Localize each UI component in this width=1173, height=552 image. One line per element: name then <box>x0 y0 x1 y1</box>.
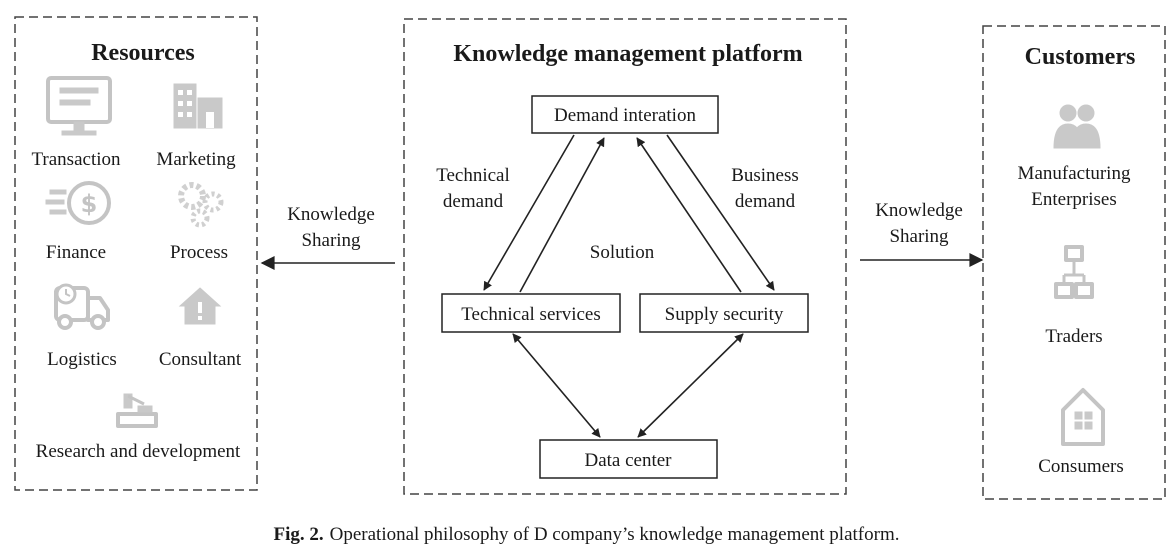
customers-panel <box>982 25 1166 500</box>
figure-caption-text: Operational philosophy of D company’s kn… <box>329 524 900 545</box>
flow-right-label-2: Sharing <box>889 226 949 247</box>
customer-label-consumers: Consumers <box>1038 456 1124 477</box>
node-demand-label: Demand interation <box>554 105 696 126</box>
monitor-icon <box>46 76 112 136</box>
platform-title: Knowledge management platform <box>453 41 802 67</box>
resource-label-transaction: Transaction <box>31 149 121 170</box>
flow-left-label-2: Sharing <box>301 230 361 251</box>
resource-label-process: Process <box>170 242 228 263</box>
svg-text:$: $ <box>81 190 98 218</box>
node-technical-services <box>441 293 621 333</box>
arrow-technical-to-demand <box>519 137 605 293</box>
node-datacenter-label: Data center <box>584 450 672 471</box>
resources-title: Resources <box>91 40 195 66</box>
resource-label-marketing: Marketing <box>156 149 236 170</box>
network-icon <box>1054 245 1094 299</box>
customer-label-manufacturing-1: Manufacturing <box>1018 163 1131 184</box>
node-demand-interation <box>531 95 719 134</box>
node-supply-security <box>639 293 809 333</box>
truck-icon <box>54 283 110 330</box>
edge-label-solution: Solution <box>590 242 655 263</box>
arrow-demand-to-technical <box>483 134 575 291</box>
edge-label-business-2: demand <box>735 191 796 212</box>
arrow-demand-to-supply <box>666 134 775 291</box>
resource-label-research: Research and development <box>36 441 241 462</box>
arrow-supply-datacenter <box>637 333 744 438</box>
arrow-technical-datacenter <box>512 333 601 438</box>
edge-label-business-1: Business <box>731 165 799 186</box>
node-technical-label: Technical services <box>461 304 601 325</box>
gears-icon <box>178 182 224 228</box>
figure-number: Fig. 2. <box>273 524 324 545</box>
arrow-supply-to-demand <box>636 137 742 293</box>
node-supply-label: Supply security <box>665 304 784 325</box>
lab-icon <box>116 393 158 428</box>
resources-panel <box>14 16 258 491</box>
resource-label-logistics: Logistics <box>47 349 117 370</box>
customers-title: Customers <box>1025 44 1136 70</box>
resource-label-consultant: Consultant <box>159 349 242 370</box>
flow-right-label-1: Knowledge <box>875 200 963 221</box>
flow-left-label-1: Knowledge <box>287 204 375 225</box>
customer-label-manufacturing-2: Enterprises <box>1031 189 1116 210</box>
node-data-center <box>539 439 718 479</box>
people-icon <box>1053 104 1101 149</box>
figure-caption: Fig. 2.Operational philosophy of D compa… <box>0 524 1173 546</box>
customer-label-traders: Traders <box>1045 326 1102 347</box>
house-icon <box>1061 388 1105 446</box>
dollar-coin-icon: $ <box>45 181 111 225</box>
resource-label-finance: Finance <box>46 242 106 263</box>
edge-label-technical-1: Technical <box>436 165 510 186</box>
diagram: Resources Transaction Marketing $ Financ… <box>14 16 1166 500</box>
platform-panel <box>403 18 847 495</box>
buildings-icon <box>173 83 223 129</box>
edge-label-technical-2: demand <box>443 191 504 212</box>
house-alert-icon <box>178 287 222 325</box>
